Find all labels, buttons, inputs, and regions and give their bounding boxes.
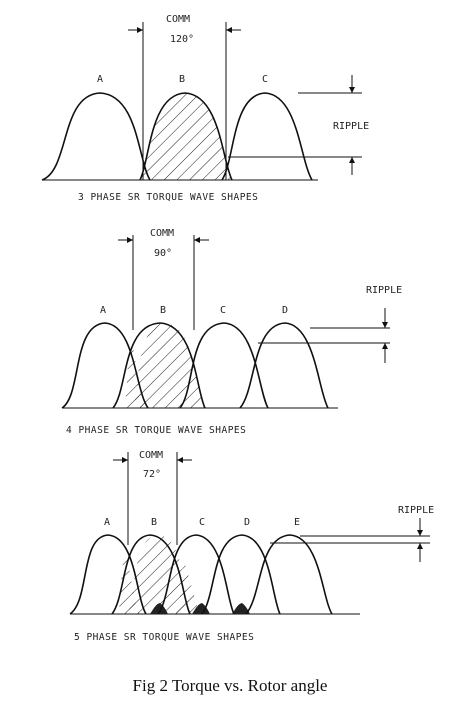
wave-b: [139, 92, 233, 181]
wave-b: [111, 534, 191, 615]
hatched-overlap-a: [118, 548, 140, 614]
phase-label-b: B: [160, 305, 166, 316]
ripple-arrowhead-top: [417, 530, 423, 536]
comm-arrowhead-left: [137, 27, 143, 33]
phase-label-c: C: [199, 517, 205, 528]
phase-label-a: A: [100, 305, 106, 316]
ripple-label: RIPPLE: [333, 121, 369, 132]
comm-label: COMM: [139, 450, 163, 461]
diagram-5-phase: A B C D E COMM 72° RIPPLE 5 PHASE SR TOR…: [69, 450, 434, 643]
comm-arrowhead-right: [194, 237, 200, 243]
phase-label-b: B: [179, 74, 185, 85]
comm-angle: 90°: [154, 248, 172, 259]
ripple-arrowhead-bottom: [417, 543, 423, 549]
comm-angle: 72°: [143, 469, 161, 480]
wave-a: [41, 92, 151, 181]
wave-e: [245, 534, 333, 615]
comm-arrowhead-left: [127, 237, 133, 243]
figure-caption: Fig 2 Torque vs. Rotor angle: [132, 676, 328, 695]
comm-angle: 120°: [170, 34, 194, 45]
diagram-caption: 4 PHASE SR TORQUE WAVE SHAPES: [66, 425, 246, 436]
ripple-arrowhead-top: [349, 87, 355, 93]
overlap-patch-1: [150, 603, 168, 614]
ripple-arrowhead-bottom: [349, 157, 355, 163]
phase-label-a: A: [104, 517, 110, 528]
wave-b: [112, 322, 206, 409]
wave-d: [201, 534, 281, 615]
wave-c: [179, 322, 269, 409]
wave-c: [221, 92, 313, 181]
phase-label-a: A: [97, 74, 103, 85]
ripple-label: RIPPLE: [366, 285, 402, 296]
hatched-region-b: [140, 93, 232, 180]
overlap-patch-2: [192, 603, 210, 614]
diagram-caption: 3 PHASE SR TORQUE WAVE SHAPES: [78, 192, 258, 203]
comm-label: COMM: [150, 228, 174, 239]
phase-label-c: C: [220, 305, 226, 316]
phase-label-e: E: [294, 517, 300, 528]
overlap-patch-3: [232, 603, 250, 614]
phase-label-b: B: [151, 517, 157, 528]
phase-label-d: D: [244, 517, 250, 528]
ripple-arrowhead-top: [382, 322, 388, 328]
comm-arrowhead-left: [122, 457, 128, 463]
phase-label-c: C: [262, 74, 268, 85]
wave-c: [157, 534, 235, 615]
diagram-3-phase: A B C COMM 120° RIPPLE 3 PHASE SR TORQUE…: [41, 14, 369, 203]
diagram-caption: 5 PHASE SR TORQUE WAVE SHAPES: [74, 632, 254, 643]
comm-arrowhead-right: [177, 457, 183, 463]
ripple-arrowhead-bottom: [382, 343, 388, 349]
wave-a: [69, 534, 147, 615]
ripple-label: RIPPLE: [398, 505, 434, 516]
wave-a: [61, 322, 149, 409]
comm-label: COMM: [166, 14, 190, 25]
diagram-4-phase: A B C D COMM 90° RIPPLE 4 PHASE SR TORQU…: [61, 228, 402, 436]
phase-label-d: D: [282, 305, 288, 316]
wave-d: [239, 322, 329, 409]
comm-arrowhead-right: [226, 27, 232, 33]
hatched-overlap-c: [176, 560, 200, 614]
